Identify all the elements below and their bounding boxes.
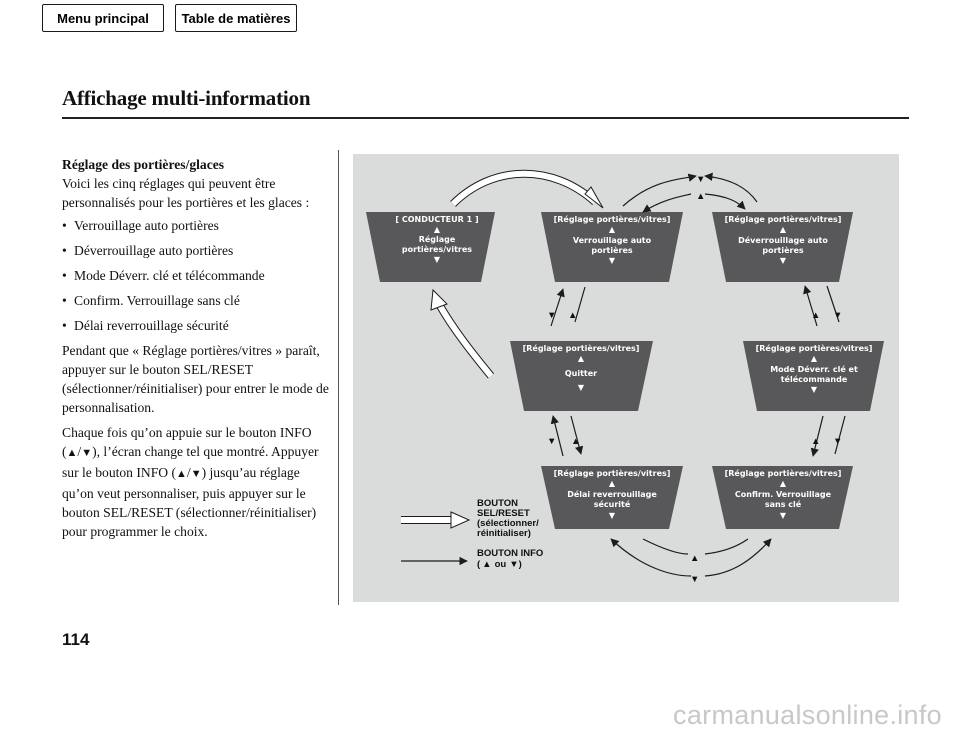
instruction-paragraph-1: Pendant que « Réglage portières/vitres »… [62, 343, 329, 415]
screen-quit: [Réglage portières/vitres] ▲ Quitter ▼ [510, 341, 653, 411]
page-title: Affichage multi-information [62, 86, 311, 110]
svg-text:[Réglage portières/vitres]: [Réglage portières/vitres] [725, 468, 842, 478]
svg-text:▲: ▲ [780, 479, 787, 488]
svg-text:Verrouillage auto: Verrouillage auto [573, 236, 652, 245]
svg-text:(sélectionner/: (sélectionner/ [477, 518, 539, 529]
info-arrows-left-lower [550, 415, 584, 457]
settings-flow-diagram: [ CONDUCTEUR 1 ] ▲ Réglage portières/vit… [353, 154, 899, 602]
body-text: Réglage des portières/glaces Voici les c… [62, 155, 334, 541]
svg-text:▼: ▼ [578, 383, 585, 392]
down-arrow-icon: ▼ [696, 174, 705, 185]
svg-text:[ CONDUCTEUR 1 ]: [ CONDUCTEUR 1 ] [395, 215, 478, 224]
svg-text:Confirm. Verrouillage: Confirm. Verrouillage [735, 490, 832, 499]
svg-text:portières/vitres: portières/vitres [402, 244, 472, 254]
svg-text:BOUTON: BOUTON [477, 498, 518, 509]
up-arrow-icon: ▲ [690, 553, 699, 564]
svg-text:Déverrouillage auto: Déverrouillage auto [738, 235, 828, 245]
section-heading: Réglage des portières/glaces [62, 157, 225, 172]
svg-text:BOUTON INFO: BOUTON INFO [477, 548, 543, 559]
info-arrows-bottom [610, 538, 772, 577]
settings-list: Verrouillage auto portières Déverrouilla… [62, 216, 334, 335]
svg-text:[Réglage portières/vitres]: [Réglage portières/vitres] [523, 343, 640, 353]
list-item: Déverrouillage auto portières [62, 241, 334, 260]
main-menu-button[interactable]: Menu principal [42, 4, 164, 32]
svg-text:sans clé: sans clé [765, 499, 802, 509]
svg-text:réinitialiser): réinitialiser) [477, 528, 531, 539]
svg-text:(▲ou▼): (▲ou▼) [477, 559, 522, 570]
instruction-paragraph-2: Chaque fois qu’on appuie sur le bouton I… [62, 425, 319, 539]
svg-text:sécurité: sécurité [594, 499, 631, 509]
screen-auto-unlock: [Réglage portières/vitres] ▲ Déverrouill… [712, 212, 853, 282]
svg-text:▲: ▲ [609, 479, 616, 488]
svg-text:[Réglage portières/vitres]: [Réglage portières/vitres] [756, 343, 873, 353]
list-item: Verrouillage auto portières [62, 216, 334, 235]
screen-relock-delay: [Réglage portières/vitres] ▲ Délai rever… [541, 466, 683, 529]
svg-text:portières: portières [762, 245, 804, 255]
svg-text:▲: ▲ [434, 225, 441, 234]
screen-confirm-lock: [Réglage portières/vitres] ▲ Confirm. Ve… [712, 466, 853, 529]
svg-text:▲: ▲ [578, 354, 585, 363]
svg-text:Quitter: Quitter [565, 369, 597, 378]
legend-info: BOUTON INFO (▲ou▼) [401, 548, 543, 570]
svg-text:▼: ▼ [609, 256, 616, 265]
svg-text:▲: ▲ [780, 225, 787, 234]
page-number: 114 [62, 630, 90, 649]
down-arrow-icon: ▼ [81, 447, 93, 459]
svg-text:[Réglage portières/vitres]: [Réglage portières/vitres] [725, 214, 842, 224]
svg-text:Mode Déverr. clé et: Mode Déverr. clé et [770, 364, 858, 374]
svg-text:▲: ▲ [609, 225, 616, 234]
list-item: Confirm. Verrouillage sans clé [62, 291, 334, 310]
down-arrow-icon: ▼ [547, 436, 556, 447]
up-arrow-icon: ▲ [811, 310, 820, 321]
up-arrow-icon: ▲ [176, 468, 187, 480]
up-arrow-icon: ▲ [696, 191, 705, 202]
up-arrow-icon: ▲ [66, 447, 78, 459]
info-arrows-right-upper [803, 285, 840, 327]
svg-text:[Réglage portières/vitres]: [Réglage portières/vitres] [554, 468, 671, 478]
up-arrow-icon: ▲ [811, 436, 820, 447]
down-arrow-icon: ▼ [690, 574, 699, 585]
watermark: carmanualsonline.info [673, 700, 942, 730]
svg-text:Réglage: Réglage [419, 234, 456, 244]
list-item: Délai reverrouillage sécurité [62, 316, 334, 335]
sel-reset-arrow-top [450, 169, 604, 209]
up-arrow-icon: ▲ [568, 310, 577, 321]
info-arrows-top [622, 172, 758, 213]
screen-auto-lock: [Réglage portières/vitres] ▲ Verrouillag… [541, 212, 683, 282]
svg-text:▼: ▼ [780, 256, 787, 265]
svg-text:Délai reverrouillage: Délai reverrouillage [567, 489, 657, 499]
svg-text:▼: ▼ [780, 511, 787, 520]
svg-text:▼: ▼ [609, 511, 616, 520]
svg-text:▼: ▼ [434, 255, 441, 264]
legend-sel-reset: BOUTON SEL/RESET (sélectionner/ réinitia… [401, 498, 539, 539]
screen-key-mode: [Réglage portières/vitres] ▲ Mode Déverr… [743, 341, 884, 411]
svg-text:▼: ▼ [811, 385, 818, 394]
title-divider [62, 117, 909, 119]
intro-paragraph: Voici les cinq réglages qui peuvent être… [62, 176, 310, 210]
down-arrow-icon: ▼ [833, 310, 842, 321]
up-arrow-icon: ▲ [571, 436, 580, 447]
table-of-contents-button[interactable]: Table de matières [175, 4, 297, 32]
down-arrow-icon: ▼ [190, 468, 202, 480]
svg-text:▲: ▲ [811, 354, 818, 363]
svg-text:télécommande: télécommande [781, 374, 848, 384]
sel-reset-arrow-back [430, 288, 495, 379]
info-arrows-left-upper [550, 286, 586, 327]
down-arrow-icon: ▼ [833, 436, 842, 447]
list-item: Mode Déverr. clé et télécommande [62, 266, 334, 285]
column-divider [338, 150, 339, 605]
svg-text:portières: portières [591, 245, 633, 255]
svg-text:SEL/RESET: SEL/RESET [477, 508, 530, 519]
info-arrows-right-lower [810, 415, 846, 457]
down-arrow-icon: ▼ [547, 310, 556, 321]
svg-text:[Réglage portières/vitres]: [Réglage portières/vitres] [554, 214, 671, 224]
screen-driver: [ CONDUCTEUR 1 ] ▲ Réglage portières/vit… [366, 212, 495, 282]
